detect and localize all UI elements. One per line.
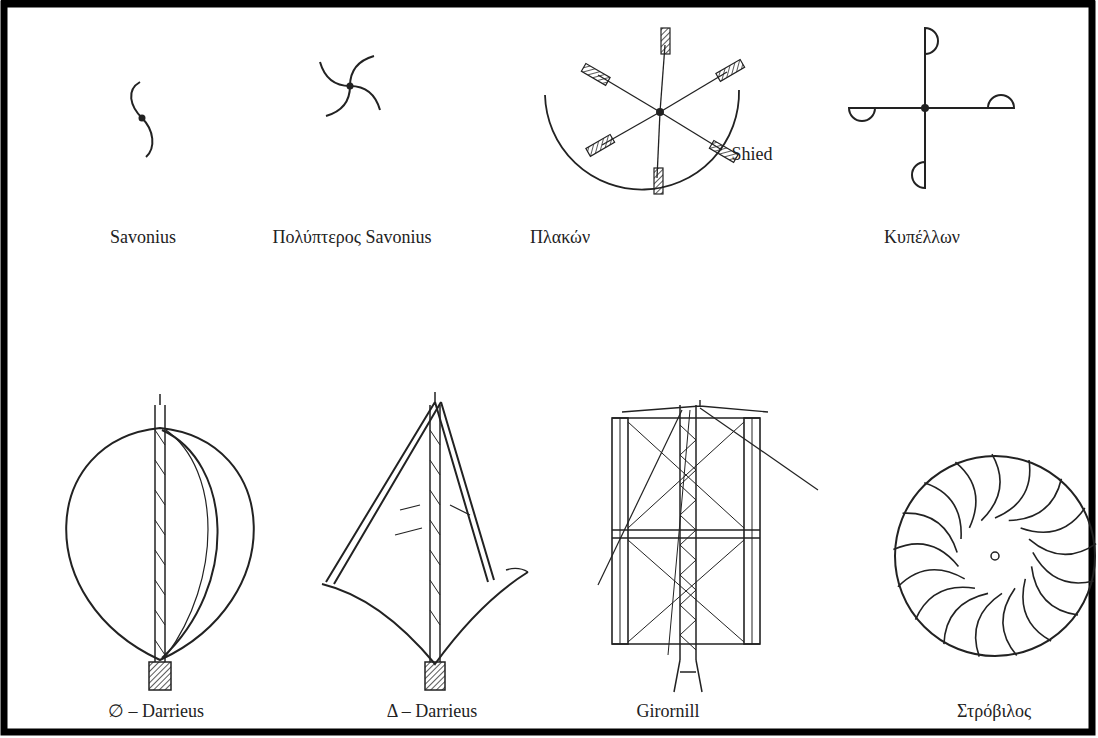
type-label: Κυπέλλων	[884, 227, 960, 249]
type-label: Πολύπτερος Savonius	[273, 227, 432, 249]
cup-rotor	[849, 28, 1014, 188]
type-label: ∅ – Darrieus	[108, 701, 204, 723]
phi-darrieus-rotor	[66, 394, 254, 690]
type-label: Savonius	[110, 227, 176, 249]
multiblade-savonius-rotor	[320, 56, 380, 116]
type-label: Πλακών	[530, 227, 590, 249]
frame	[4, 4, 1092, 732]
giromill-rotor	[598, 400, 818, 692]
type-label: Shied	[731, 144, 772, 166]
type-label: Girornill	[637, 701, 700, 723]
type-label: Στρόβιλος	[957, 701, 1031, 723]
savonius-rotor	[131, 82, 152, 157]
type-label: Δ – Darrieus	[387, 701, 478, 723]
delta-darrieus-rotor	[322, 392, 528, 690]
plate-rotor	[545, 28, 745, 194]
turbine-rotor	[893, 454, 1096, 657]
